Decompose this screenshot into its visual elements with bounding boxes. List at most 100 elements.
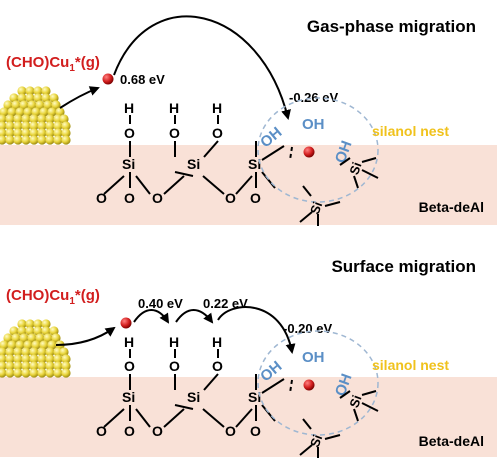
- cu-atom: [29, 368, 39, 378]
- cu-atom: [0, 368, 7, 378]
- cu-atom: [45, 368, 55, 378]
- silyl-groups: [299, 390, 379, 458]
- cu-atom: [33, 319, 43, 329]
- svg-text:O: O: [212, 125, 223, 141]
- cu-atom: [61, 128, 71, 138]
- cu-atom: [29, 121, 39, 131]
- svg-text:Si: Si: [248, 156, 261, 172]
- svg-text:O: O: [250, 190, 261, 206]
- cu-atom: [45, 121, 55, 131]
- svg-text:O: O: [124, 358, 135, 374]
- cu-atom: [15, 340, 25, 350]
- svg-text:O: O: [152, 423, 163, 439]
- cu-atom: [29, 354, 39, 364]
- cu-atom: [39, 107, 49, 117]
- svg-text:O: O: [124, 423, 135, 439]
- svg-text:O: O: [225, 190, 236, 206]
- panel-gas-phase: Gas-phase migration (CHO)Cu1*(g) 0.68 eV…: [0, 15, 497, 226]
- cu-atom: [21, 354, 31, 364]
- arrow-to-adsorption: [59, 86, 100, 109]
- silyl-si-2: Si: [307, 433, 325, 450]
- cu-atom: [33, 93, 43, 103]
- cu-atom: [19, 100, 29, 110]
- cu-atom: [61, 135, 71, 145]
- cu-atom: [13, 121, 23, 131]
- support-band: [0, 145, 497, 225]
- cu-atom: [0, 107, 9, 117]
- cu-atom: [25, 319, 35, 329]
- species-label: (CHO)Cu1*(g): [6, 287, 100, 307]
- cu-atom: [41, 93, 51, 103]
- silyl-si-1: Si: [346, 393, 364, 410]
- cu-atom: [9, 93, 19, 103]
- cu-atom: [19, 333, 29, 343]
- cu-atom: [37, 121, 47, 131]
- cu-atom: [0, 354, 7, 364]
- cu-atom: [37, 354, 47, 364]
- silica-framework: [103, 349, 285, 428]
- svg-text:H: H: [169, 334, 179, 350]
- cu-atom: [23, 340, 33, 350]
- cu-atom: [25, 93, 35, 103]
- cu-atom: [53, 368, 63, 378]
- cu-atom: [37, 368, 47, 378]
- red-species-in-nest: [303, 146, 315, 158]
- cu-atom: [53, 128, 63, 138]
- cu-atom: [0, 361, 7, 371]
- cu-atom: [45, 354, 55, 364]
- panel-title: Surface migration: [331, 257, 476, 276]
- energy-label-final: -0.26 eV: [289, 90, 338, 105]
- cu-atom: [25, 326, 35, 336]
- cu-atom: [61, 354, 71, 364]
- svg-text:O: O: [169, 358, 180, 374]
- svg-text:O: O: [212, 358, 223, 374]
- cu-atom: [5, 354, 15, 364]
- cu-atom: [43, 333, 53, 343]
- panel-surface: Surface migration (CHO)Cu1*(g) 0.40 eV 0…: [0, 257, 497, 458]
- cu-atom: [49, 326, 59, 336]
- svg-text:O: O: [225, 423, 236, 439]
- cu-atom: [49, 93, 59, 103]
- framework-atoms: H O Si O O O H O Si O H O Si O: [96, 334, 261, 439]
- support-label: Beta-deAl: [419, 199, 484, 215]
- cu-atom: [37, 347, 47, 357]
- cu-atom: [13, 361, 23, 371]
- cu-atom: [45, 135, 55, 145]
- cu-atom: [33, 86, 43, 96]
- cu-atom: [47, 340, 57, 350]
- cu-atom: [5, 368, 15, 378]
- cu-atom: [59, 114, 69, 124]
- cu-atom: [31, 107, 41, 117]
- silyl-si-2: Si: [307, 200, 325, 217]
- cu-atom: [21, 135, 31, 145]
- silanol-nest-circle: [257, 330, 379, 436]
- cu-atom: [27, 333, 37, 343]
- cu-atom: [13, 347, 23, 357]
- cu-atom: [17, 319, 27, 329]
- cu-atom: [29, 347, 39, 357]
- cu-atom: [13, 135, 23, 145]
- cu-atom: [29, 361, 39, 371]
- cu-atom: [55, 107, 65, 117]
- svg-text:H: H: [169, 100, 179, 116]
- support-band: [0, 377, 497, 457]
- cu-atom: [17, 93, 27, 103]
- cu-atom: [13, 354, 23, 364]
- cu-atom: [41, 319, 51, 329]
- cu-atom: [21, 121, 31, 131]
- support-label: Beta-deAl: [419, 433, 484, 449]
- cu-atom: [0, 114, 7, 124]
- cu-atom: [43, 100, 53, 110]
- hop-arrow-2: [175, 309, 214, 324]
- cu-atom: [53, 354, 63, 364]
- nest-label: silanol nest: [372, 357, 449, 373]
- cu-atom: [7, 107, 17, 117]
- cu-atom: [35, 100, 45, 110]
- cu-atom: [0, 347, 7, 357]
- cu-atom: [53, 361, 63, 371]
- cu-atom: [21, 114, 31, 124]
- energy-label-1: 0.68 eV: [120, 72, 165, 87]
- svg-text:O: O: [169, 125, 180, 141]
- cu-atom: [45, 347, 55, 357]
- hop-arrow-3: [217, 306, 296, 354]
